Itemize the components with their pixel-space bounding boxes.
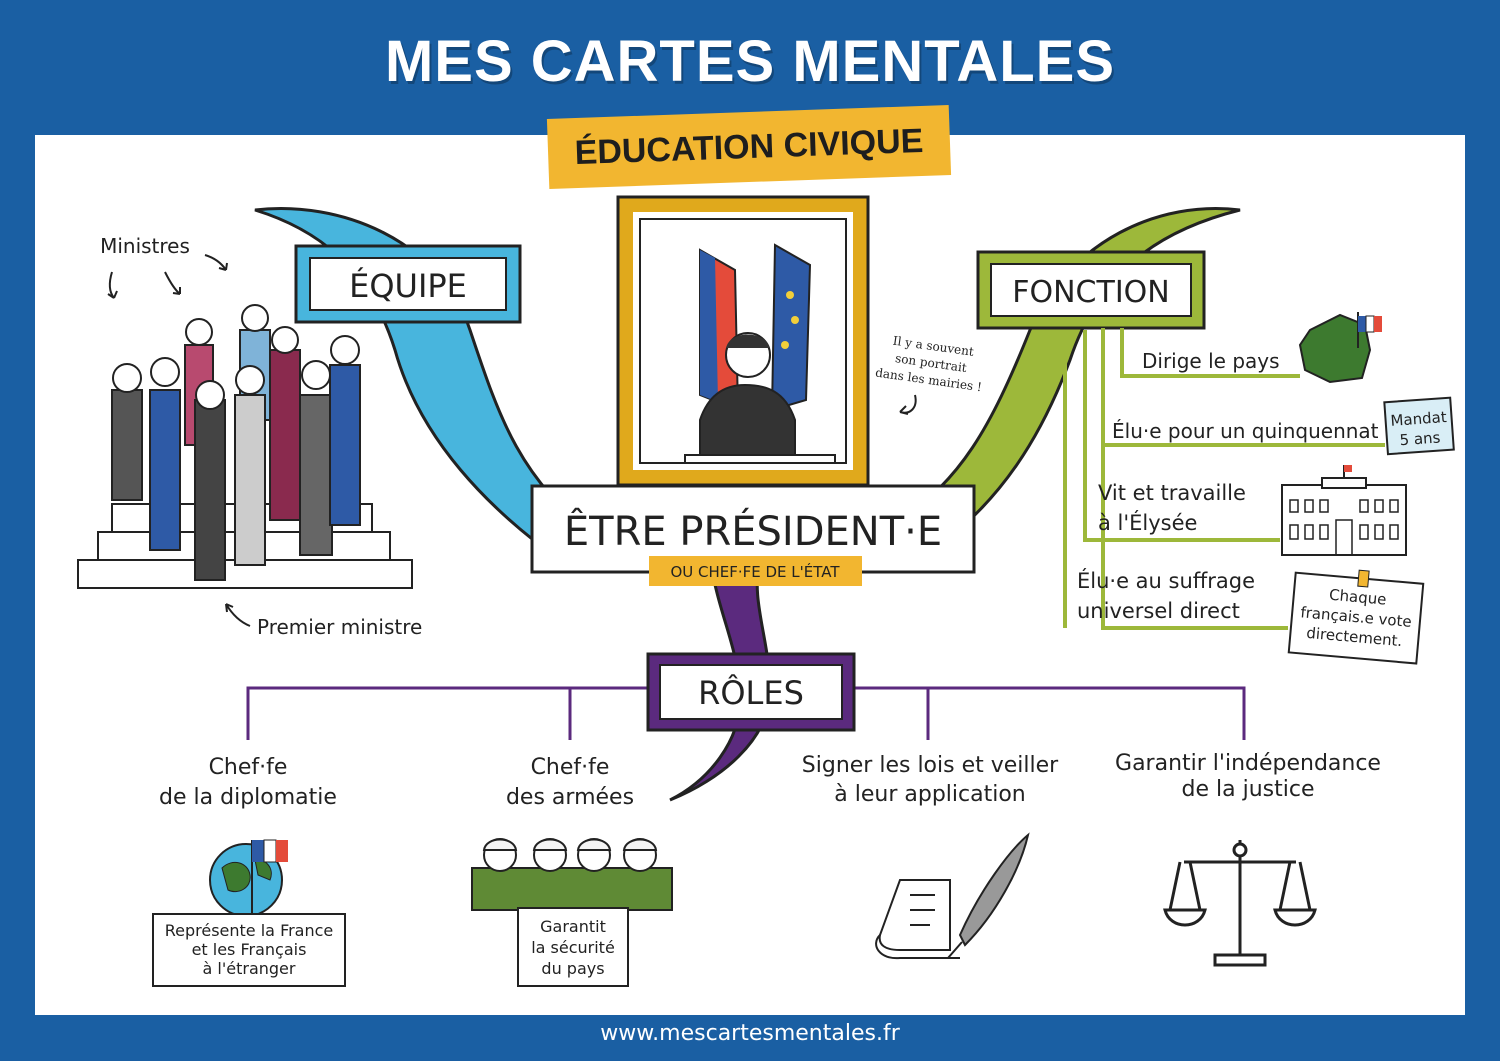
subtitle: ÉDUCATION CIVIQUE [574, 121, 924, 172]
center-title: ÊTRE PRÉSIDENT·E [564, 507, 942, 555]
ministers-label: Ministres [100, 234, 190, 258]
arrow-icon [225, 603, 251, 627]
quill-and-scroll-icon [875, 832, 1030, 960]
main-title: MES CARTES MENTALES [384, 29, 1116, 94]
vote-note-line: Chaque [1328, 586, 1387, 609]
role-item: de la diplomatie [159, 785, 337, 810]
center-subtitle: OU CHEF·FE DE L'ÉTAT [670, 562, 840, 581]
fonction-item: à l'Élysée [1098, 510, 1197, 535]
arrow-icon [164, 271, 181, 295]
france-map-icon [1298, 312, 1382, 384]
diplomacy-note-line: Représente la France [165, 921, 334, 940]
mandate-badge: Mandat [1390, 408, 1447, 430]
diplomacy-note-line: à l'étranger [203, 959, 296, 978]
prime-minister-label: Premier ministre [257, 615, 422, 639]
arrow-icon [899, 394, 917, 415]
fonction-item: Dirige le pays [1142, 349, 1280, 373]
army-note [517, 907, 629, 987]
army-note-line: Garantit [540, 917, 606, 936]
role-item: de la justice [1182, 777, 1315, 802]
diplomacy-note [152, 913, 346, 987]
mandate-badge: 5 ans [1399, 428, 1441, 449]
calendar-icon: Mandat 5 ans [1383, 396, 1455, 456]
portrait-note-line: dans les mairies ! [875, 366, 983, 395]
fonction-item: universel direct [1077, 599, 1240, 623]
role-item: Signer les lois et veiller [802, 753, 1059, 778]
army-note-line: la sécurité [531, 938, 615, 957]
subtitle-banner: ÉDUCATION CIVIQUE [546, 105, 952, 189]
president-portrait [616, 195, 870, 487]
arrow-icon [107, 271, 118, 299]
diplomacy-note-line: et les Français [192, 940, 307, 959]
elysee-palace-icon [1281, 465, 1407, 556]
role-item: Garantir l'indépendance [1115, 751, 1381, 776]
role-item: des armées [506, 785, 634, 810]
equipe-label: ÉQUIPE [349, 267, 467, 305]
role-item: Chef·fe [209, 755, 288, 780]
center-subtitle-banner [649, 556, 862, 586]
roles-label: RÔLES [698, 673, 804, 712]
fonction-item: Élu·e au suffrage [1077, 568, 1255, 593]
government-team-illustration [77, 304, 413, 589]
fonction-item: Vit et travaille [1098, 481, 1246, 505]
role-item: à leur application [834, 782, 1025, 807]
role-item: Chef·fe [531, 755, 610, 780]
footer-url[interactable]: www.mescartesmentales.fr [600, 1021, 900, 1046]
fonction-label: FONCTION [1012, 275, 1170, 310]
fonction-item: Élu·e pour un quinquennat [1112, 419, 1379, 443]
arrow-icon [204, 254, 228, 271]
globe-icon [209, 839, 288, 917]
soldiers-icon [471, 838, 673, 911]
army-note-line: du pays [541, 959, 604, 978]
scales-of-justice-icon [1163, 840, 1317, 967]
